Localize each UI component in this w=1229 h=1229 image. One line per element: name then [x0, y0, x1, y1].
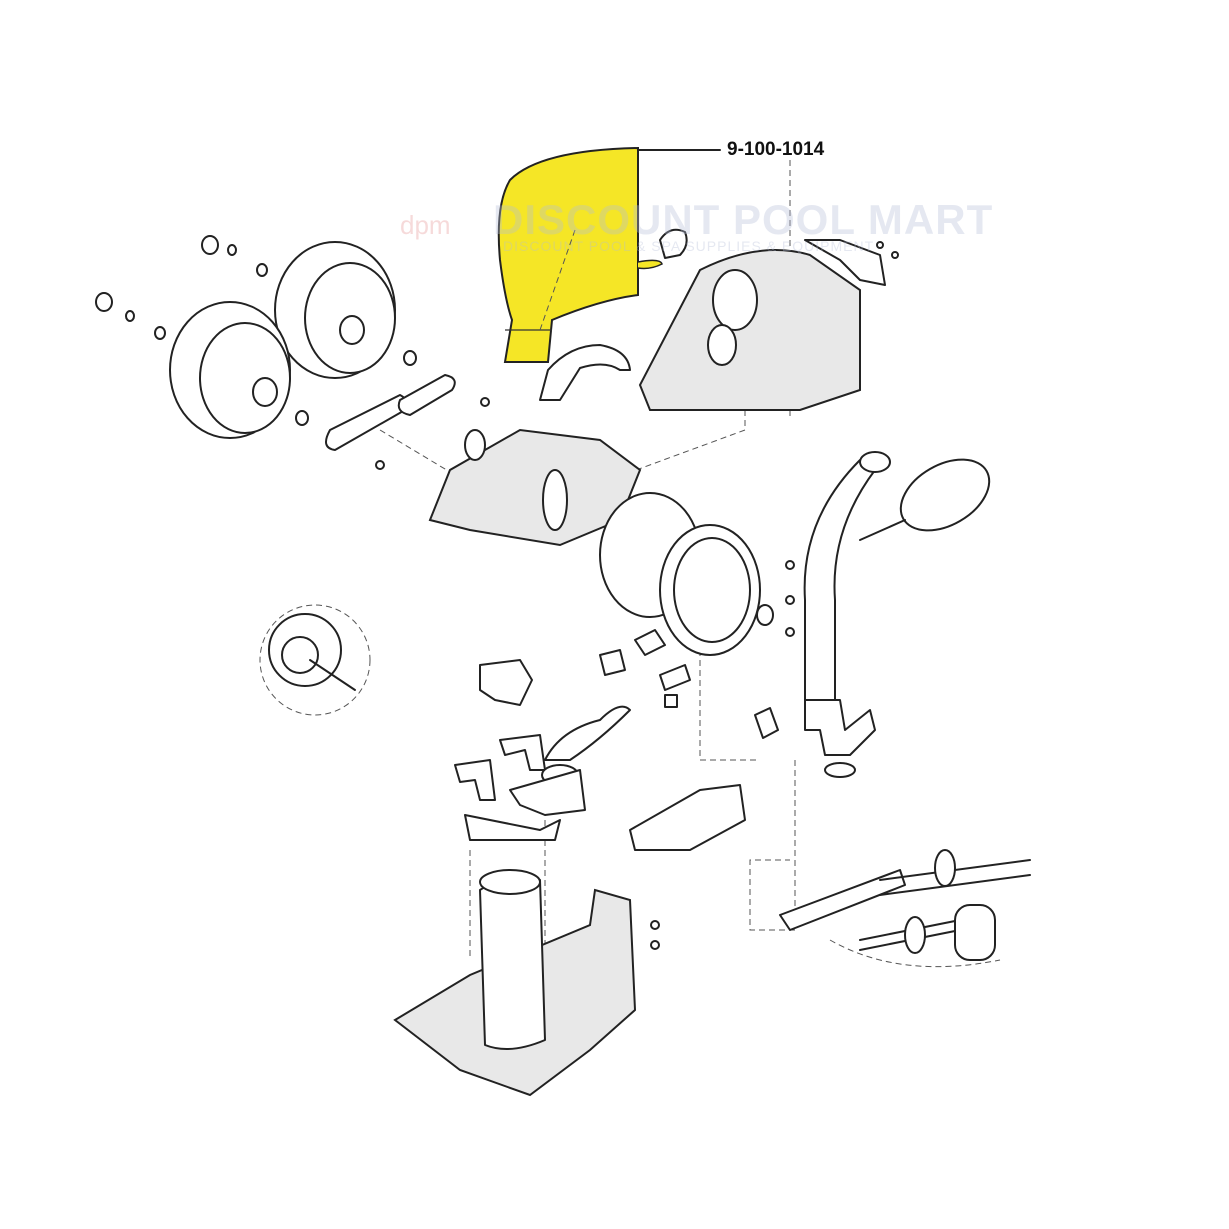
gear-detail-inset	[259, 604, 371, 716]
part-number-label: 9-100-1014	[727, 139, 825, 160]
chassis	[428, 428, 642, 547]
drive-belts	[325, 374, 456, 451]
valve-parts	[454, 629, 779, 851]
front-wheel	[599, 492, 774, 656]
hose-swivel	[785, 451, 991, 778]
rear-wheels	[95, 235, 490, 470]
top-cover	[539, 228, 899, 411]
bottom-housing	[393, 869, 660, 1097]
debris-bag-highlighted	[497, 146, 721, 363]
hose-kit	[779, 849, 1031, 968]
